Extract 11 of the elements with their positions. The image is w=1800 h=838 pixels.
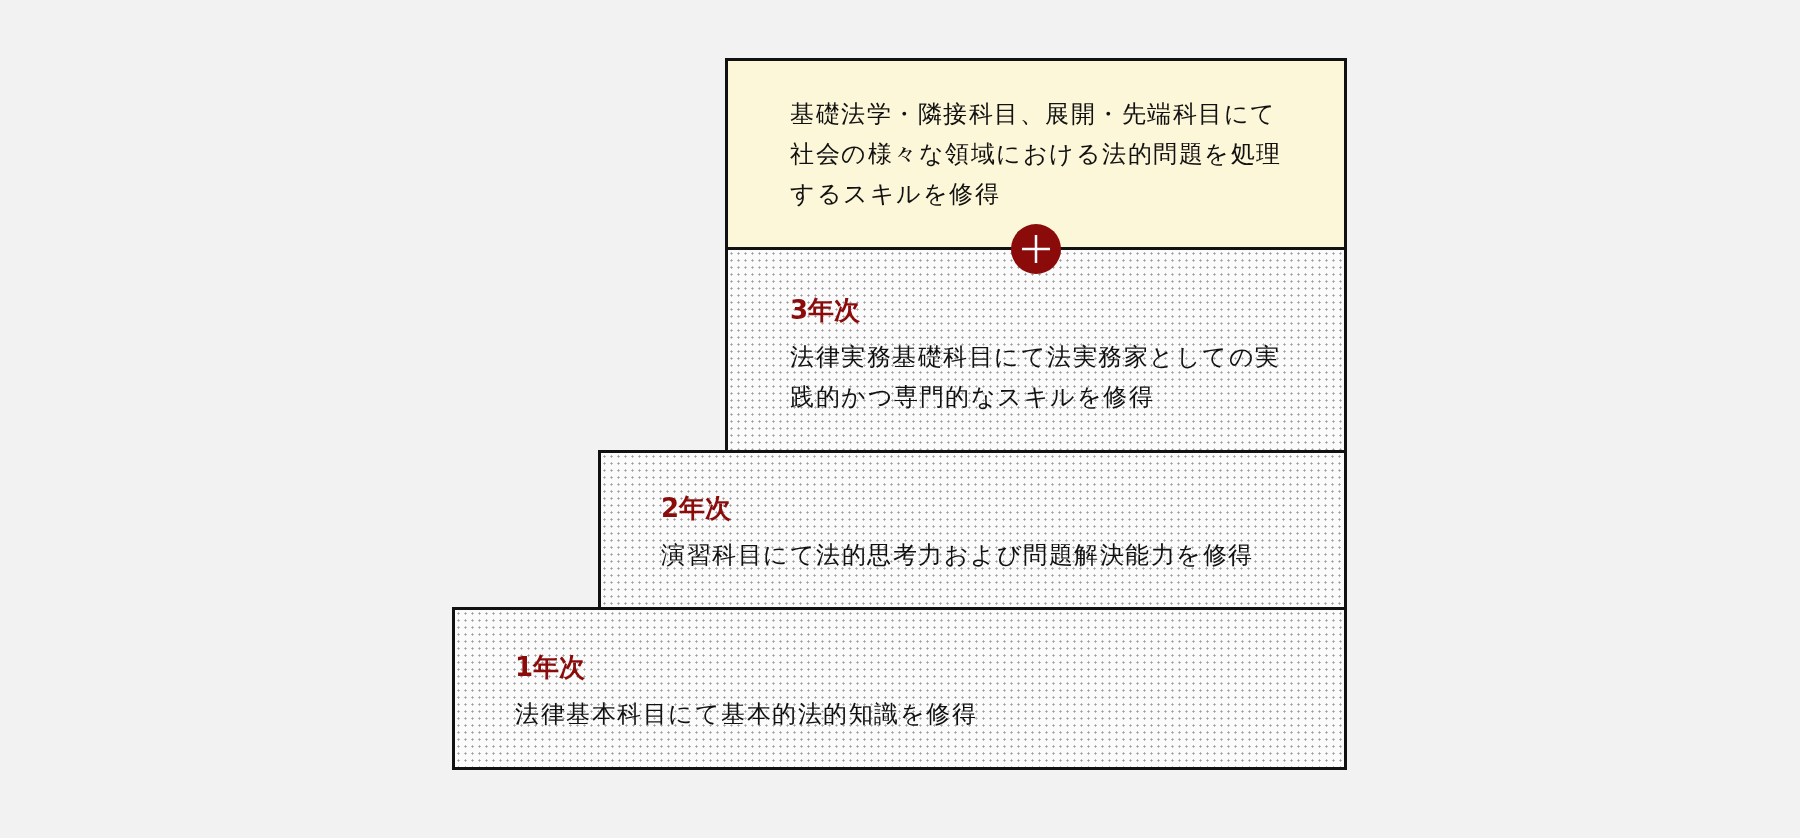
description-text: 演習科目にて法的思考力および問題解決能力を修得 (661, 540, 1255, 571)
year-box (598, 450, 1347, 610)
year-box (725, 247, 1347, 453)
year-box (452, 607, 1347, 770)
year-heading: 1年次 (515, 651, 586, 684)
description-text: 基礎法学・隣接科目、展開・先端科目にて社会の様々な領域における法的問題を処理するスキルを修得 (790, 99, 1283, 210)
year-heading: 2年次 (661, 492, 732, 525)
description-text: 法律基本科目にて基本的法的知識を修得 (515, 699, 978, 730)
info-box (725, 58, 1347, 250)
year-heading: 3年次 (790, 294, 861, 327)
description-text: 法律実務基礎科目にて法実務家としての実践的かつ専門的なスキルを修得 (790, 342, 1282, 413)
